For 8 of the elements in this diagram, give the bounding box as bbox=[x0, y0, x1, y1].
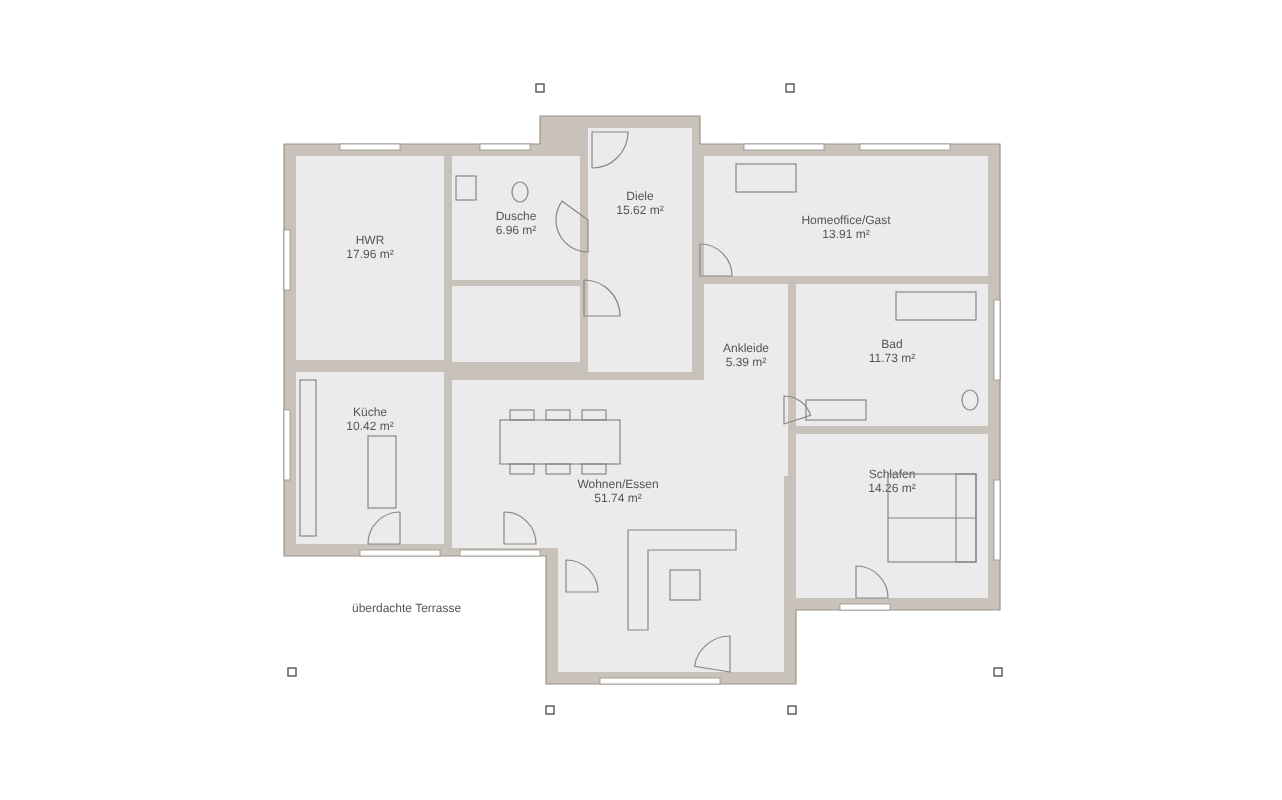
room bbox=[704, 156, 988, 276]
room bbox=[296, 156, 444, 360]
room bbox=[796, 434, 988, 598]
room bbox=[796, 284, 988, 426]
room bbox=[588, 128, 692, 372]
room bbox=[452, 156, 580, 280]
room bbox=[452, 380, 784, 548]
room bbox=[296, 372, 444, 544]
